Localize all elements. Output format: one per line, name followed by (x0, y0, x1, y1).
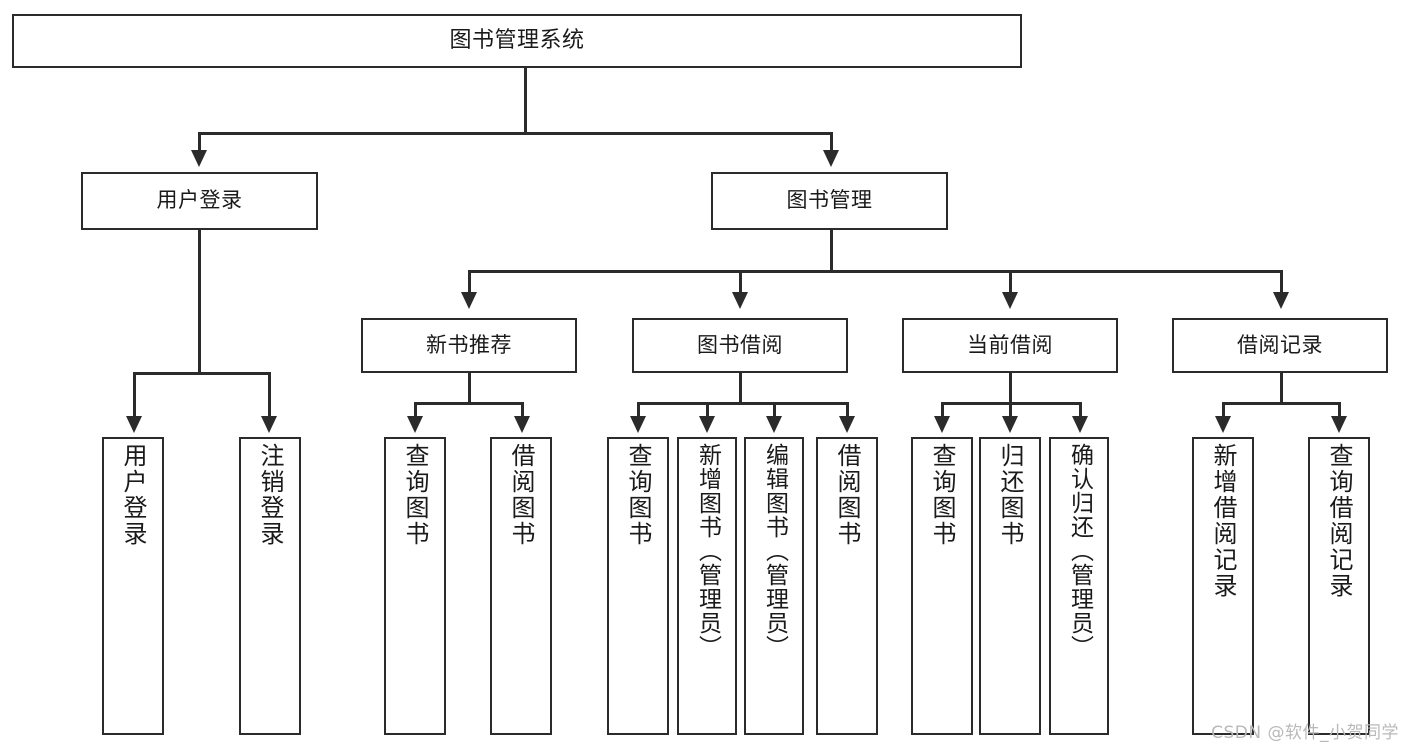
node-label: 借阅图书 (507, 443, 535, 547)
node-leaf-user-login[interactable]: 用户登录 (102, 437, 164, 735)
connector-recommend-leg-1 (414, 402, 417, 418)
connector-bookmanage-leg-1 (468, 270, 471, 294)
node-label: 查询图书 (401, 443, 429, 547)
node-label: 新增借阅记录 (1209, 443, 1237, 599)
arrowhead-user-login (191, 150, 207, 167)
node-borrow-record[interactable]: 借阅记录 (1172, 318, 1388, 373)
node-leaf-query-book-3[interactable]: 查询图书 (911, 437, 973, 735)
node-label: 查询图书 (624, 443, 652, 547)
connector-bookmanage-bus (468, 270, 1280, 273)
arrowhead-current-borrow (1002, 292, 1018, 309)
connector-root-leg-right (830, 132, 833, 152)
connector-borrowrecord-bus (1222, 402, 1341, 405)
connector-recommend-bus (414, 402, 524, 405)
arrowhead-leaf-borrow-book-1 (514, 416, 530, 433)
node-book-borrow[interactable]: 图书借阅 (632, 318, 848, 373)
node-label: 确认归还（管理员） (1066, 443, 1093, 659)
node-label: 归还图书 (996, 443, 1024, 547)
node-leaf-query-record[interactable]: 查询借阅记录 (1308, 437, 1370, 735)
node-label: 用户登录 (119, 443, 147, 547)
connector-userlogin-bus (133, 372, 271, 375)
arrowhead-leaf-return-book (1002, 416, 1018, 433)
node-label: 注销登录 (256, 443, 284, 547)
node-label: 当前借阅 (967, 332, 1053, 357)
connector-bookborrow-leg-2 (706, 402, 709, 418)
connector-userlogin-leg-1 (133, 372, 136, 418)
arrowhead-leaf-query-book-2 (630, 416, 646, 433)
arrowhead-leaf-add-book (699, 416, 715, 433)
node-label: 图书管理系统 (449, 27, 585, 53)
connector-bookborrow-leg-1 (637, 402, 640, 418)
node-new-book-recommend[interactable]: 新书推荐 (361, 318, 577, 373)
connector-bookmanage-stem (830, 230, 833, 272)
connector-root-bus (198, 132, 832, 135)
arrowhead-borrow-record (1273, 292, 1289, 309)
connector-currentborrow-leg-3 (1079, 402, 1082, 418)
connector-bookmanage-leg-3 (1009, 270, 1012, 294)
arrowhead-leaf-borrow-book-2 (839, 416, 855, 433)
arrowhead-leaf-confirm-return (1072, 416, 1088, 433)
node-leaf-query-book-2[interactable]: 查询图书 (607, 437, 669, 735)
arrowhead-book-manage (823, 150, 839, 167)
node-label: 查询图书 (928, 443, 956, 547)
connector-currentborrow-leg-1 (941, 402, 944, 418)
node-label: 借阅图书 (833, 443, 861, 547)
connector-borrowrecord-leg-1 (1222, 402, 1225, 418)
connector-root-stem (524, 68, 527, 134)
node-label: 编辑图书（管理员） (761, 443, 788, 659)
node-leaf-confirm-return[interactable]: 确认归还（管理员） (1049, 437, 1109, 735)
connector-borrowrecord-stem (1280, 373, 1283, 404)
connector-bookborrow-bus (637, 402, 849, 405)
connector-borrowrecord-leg-2 (1338, 402, 1341, 418)
node-label: 图书借阅 (697, 332, 783, 357)
arrowhead-leaf-user-login (126, 416, 142, 433)
node-leaf-add-book[interactable]: 新增图书（管理员） (677, 437, 737, 735)
arrowhead-leaf-edit-book (766, 416, 782, 433)
node-label: 借阅记录 (1237, 332, 1323, 357)
node-label: 查询借阅记录 (1325, 443, 1353, 599)
connector-currentborrow-stem (1009, 373, 1012, 404)
connector-root-leg-left (198, 132, 201, 152)
arrowhead-leaf-user-logout (261, 416, 277, 433)
node-leaf-return-book[interactable]: 归还图书 (979, 437, 1041, 735)
node-leaf-query-book-1[interactable]: 查询图书 (384, 437, 446, 735)
node-root-system[interactable]: 图书管理系统 (12, 14, 1022, 68)
node-label: 新书推荐 (426, 332, 512, 357)
arrowhead-new-book-recommend (461, 292, 477, 309)
node-current-borrow[interactable]: 当前借阅 (902, 318, 1118, 373)
node-user-login[interactable]: 用户登录 (81, 172, 318, 230)
arrowhead-leaf-query-book-3 (934, 416, 950, 433)
node-leaf-edit-book[interactable]: 编辑图书（管理员） (744, 437, 804, 735)
connector-recommend-leg-2 (521, 402, 524, 418)
arrowhead-leaf-query-book-1 (407, 416, 423, 433)
connector-bookborrow-leg-3 (773, 402, 776, 418)
connector-userlogin-stem (198, 230, 201, 374)
connector-bookmanage-leg-4 (1280, 270, 1283, 294)
node-leaf-borrow-book-2[interactable]: 借阅图书 (816, 437, 878, 735)
connector-bookborrow-stem (739, 373, 742, 404)
node-leaf-user-logout[interactable]: 注销登录 (239, 437, 301, 735)
connector-recommend-stem (468, 373, 471, 404)
arrowhead-leaf-add-record (1215, 416, 1231, 433)
arrowhead-book-borrow (732, 292, 748, 309)
connector-bookborrow-leg-4 (846, 402, 849, 418)
node-book-manage[interactable]: 图书管理 (711, 172, 948, 230)
node-label: 新增图书（管理员） (694, 443, 721, 659)
connector-bookmanage-leg-2 (739, 270, 742, 294)
arrowhead-leaf-query-record (1331, 416, 1347, 433)
node-label: 用户登录 (156, 188, 243, 213)
node-leaf-borrow-book-1[interactable]: 借阅图书 (490, 437, 552, 735)
node-leaf-add-record[interactable]: 新增借阅记录 (1192, 437, 1254, 735)
connector-currentborrow-leg-2 (1009, 402, 1012, 418)
connector-userlogin-leg-2 (268, 372, 271, 418)
node-label: 图书管理 (786, 188, 873, 213)
